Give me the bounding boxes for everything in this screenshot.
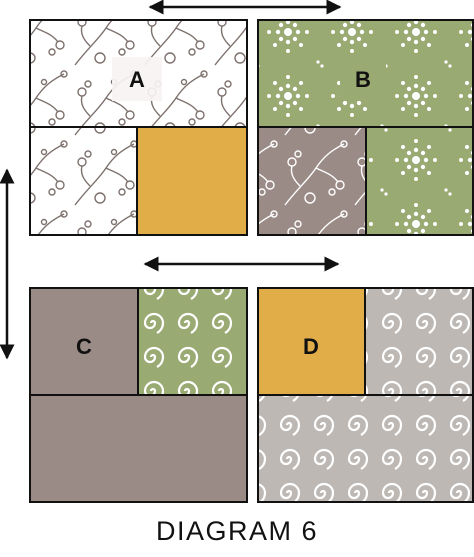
block-a: A <box>29 19 248 236</box>
block-a-bottom-left-patch <box>30 127 137 235</box>
block-b-label: B <box>355 67 371 92</box>
block-c-label: C <box>76 334 92 359</box>
block-b: B <box>257 19 474 236</box>
block-d: D <box>257 287 474 503</box>
block-c-top-left-patch <box>30 288 138 395</box>
block-a-label-bg <box>112 57 162 101</box>
block-b-bottom-left-patch <box>258 127 366 235</box>
block-c-top-right-patch <box>138 288 247 395</box>
block-b-label-bg <box>340 57 386 101</box>
block-d-bottom-patch <box>258 395 473 502</box>
diagram-caption: DIAGRAM 6 <box>155 516 319 546</box>
block-c: C <box>29 287 248 503</box>
block-d-top-right-patch <box>365 288 473 395</box>
block-b-bottom-right-patch <box>366 127 474 235</box>
block-a-bottom-right-patch <box>137 127 247 235</box>
block-c-bottom-patch <box>30 395 247 502</box>
block-a-label: A <box>129 67 145 92</box>
block-d-label: D <box>303 334 319 359</box>
block-d-top-left-patch <box>258 288 365 395</box>
